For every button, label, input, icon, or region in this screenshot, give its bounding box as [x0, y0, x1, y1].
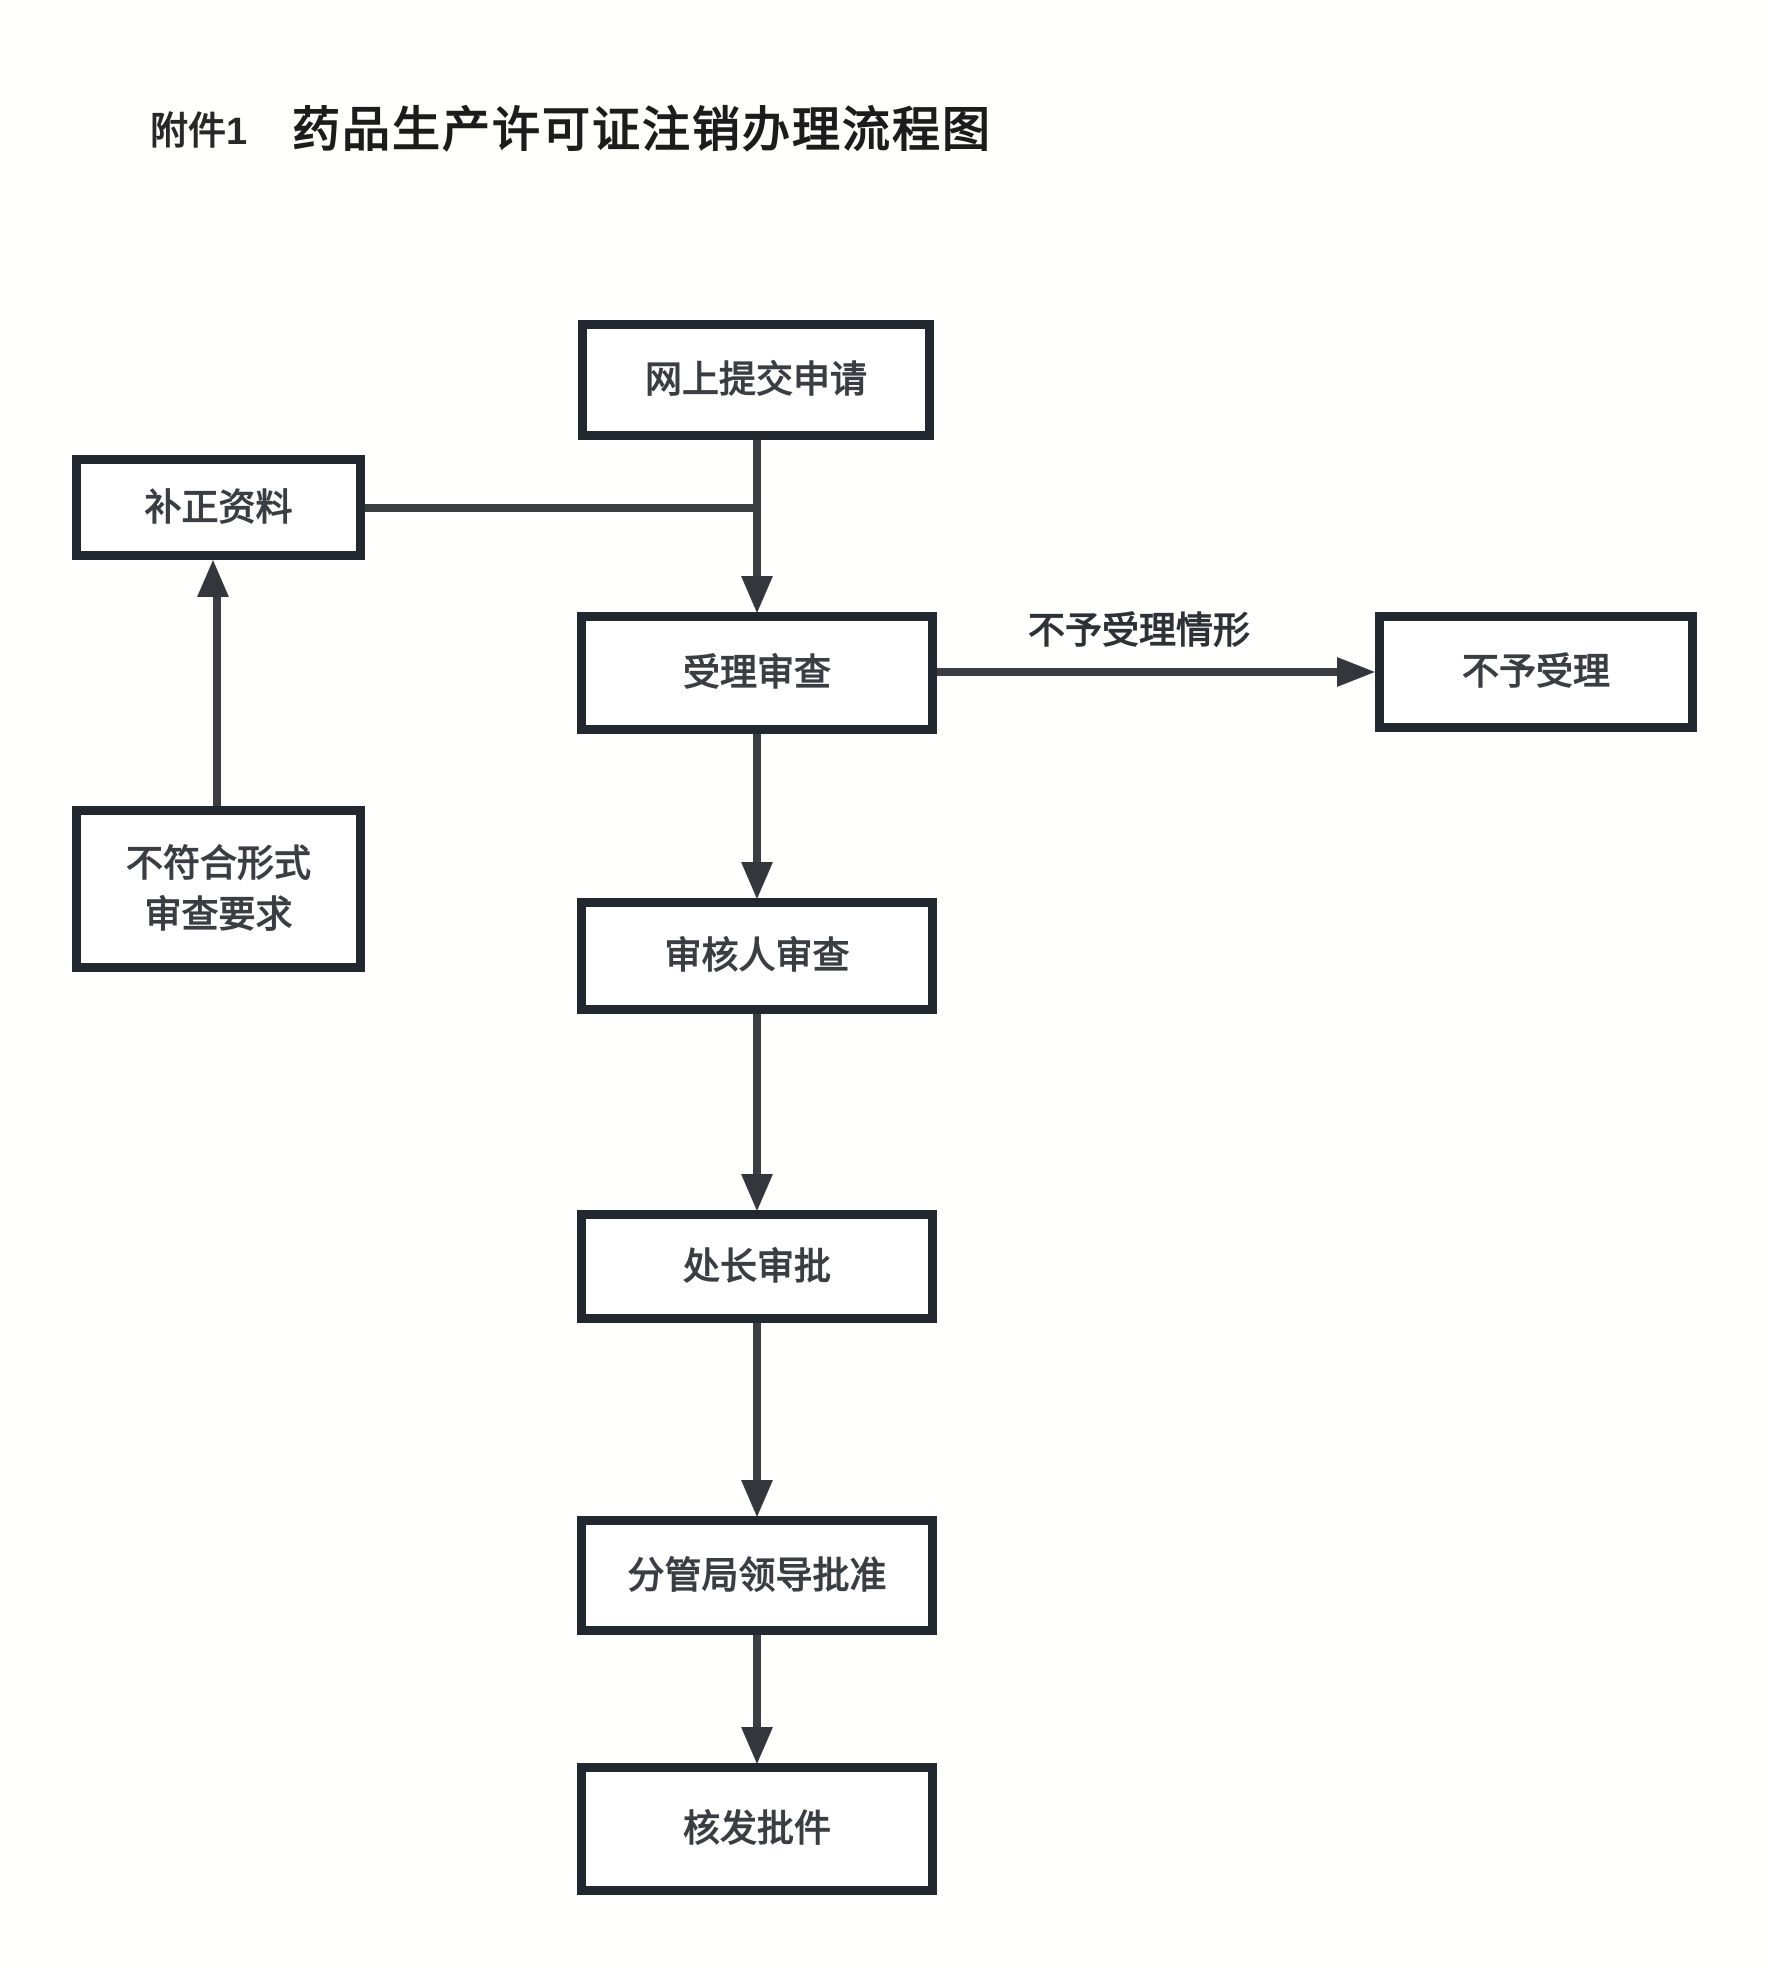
connector-reviewer-to-chief — [753, 1014, 761, 1176]
node-label: 处长审批 — [683, 1245, 831, 1287]
arrowhead-down-reviewer-icon — [741, 862, 773, 899]
connector-leader-to-issue — [753, 1635, 761, 1729]
node-issue-approval-document: 核发批件 — [577, 1763, 937, 1895]
arrowhead-up-supplement-icon — [197, 560, 229, 597]
attachment-label: 附件1 — [150, 111, 248, 153]
node-label: 分管局领导批准 — [627, 1554, 887, 1596]
node-nonconforming-formal-review: 不符合形式 审查要求 — [72, 806, 365, 972]
connector-acceptance-to-rejection — [937, 668, 1339, 676]
edge-label-rejection-case: 不予受理情形 — [1028, 610, 1250, 651]
arrowhead-down-leader-icon — [741, 1480, 773, 1517]
connector-supplement-to-mainline — [365, 504, 761, 512]
node-label: 不予受理 — [1462, 651, 1610, 693]
node-label: 网上提交申请 — [645, 359, 867, 401]
node-rejection: 不予受理 — [1375, 612, 1697, 732]
node-division-chief-approval: 处长审批 — [577, 1210, 937, 1323]
node-label: 核发批件 — [683, 1808, 831, 1850]
connector-chief-to-leader — [753, 1323, 761, 1482]
node-label: 审核人审查 — [664, 935, 850, 977]
arrowhead-down-issue-icon — [741, 1727, 773, 1764]
connector-acceptance-to-reviewer — [753, 734, 761, 864]
arrowhead-right-rejection-icon — [1337, 657, 1375, 687]
node-label: 受理审查 — [683, 652, 831, 694]
node-submit-application: 网上提交申请 — [578, 320, 934, 440]
node-bureau-leader-approval: 分管局领导批准 — [577, 1516, 937, 1635]
node-label-line1: 不符合形式 — [126, 842, 311, 884]
page-title: 药品生产许可证注销办理流程图 — [292, 104, 993, 157]
arrowhead-down-acceptance-icon — [741, 576, 773, 613]
node-supplement-materials: 补正资料 — [72, 455, 365, 560]
arrowhead-down-chief-icon — [741, 1174, 773, 1211]
connector-nonconform-to-supplement — [213, 596, 221, 806]
node-acceptance-review: 受理审查 — [577, 612, 937, 734]
node-reviewer-review: 审核人审查 — [577, 898, 937, 1014]
node-label-line2: 审查要求 — [144, 894, 293, 935]
node-label: 补正资料 — [144, 486, 293, 528]
